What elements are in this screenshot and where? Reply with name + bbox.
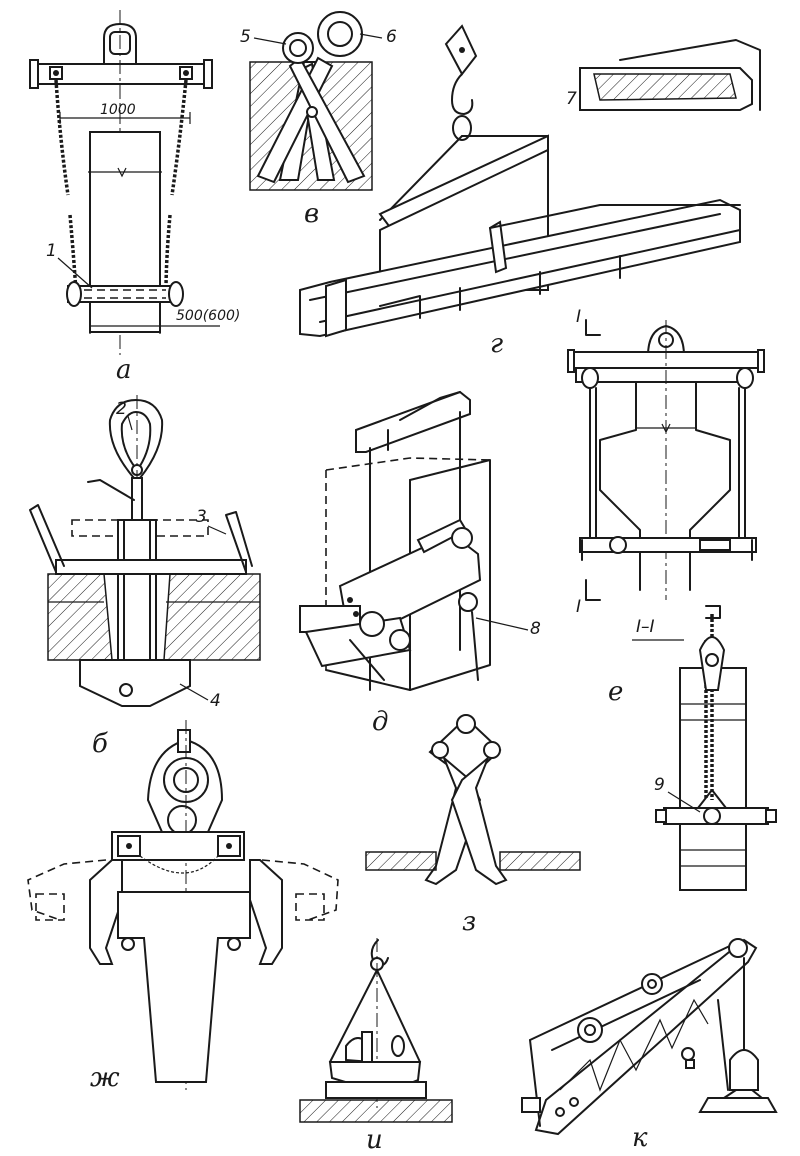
section-label: I–I [636,617,655,637]
callout-5: 5 [240,27,251,47]
panel-b-pin-grip: 2 3 4 б [29,395,261,759]
callout-4: 4 [210,691,221,711]
panel-label-e: е [608,677,623,707]
panel-i-slab-grip: и [299,938,453,1155]
panel-z-scissor-tongs: з [365,714,581,937]
section-mark-bottom: I [576,597,581,617]
panel-label-zh: ж [90,1063,120,1093]
panel-label-b: б [92,729,108,759]
panel-label-d: д [372,707,388,737]
panel-d-block-frame: 8 д [299,390,541,737]
panel-label-k: к [632,1123,648,1153]
panel-label-z: з [462,907,476,937]
callout-3: 3 [196,507,207,527]
panel-a-traverse: 1000 500(600) 1 а [29,10,240,385]
dimension-500-600: 500(600) [176,308,240,324]
callout-1: 1 [46,241,57,261]
callout-7: 7 [566,89,577,109]
callout-2: 2 [116,399,127,419]
panel-label-i: и [366,1125,383,1155]
panel-e-rod-frame: I I I–I е [567,307,765,707]
dimension-1000: 1000 [100,102,136,118]
panel-label-g: г [490,329,503,359]
callout-8: 8 [530,619,541,639]
panel-k-crane-boom: к [521,938,778,1153]
panel-label-a: а [116,355,132,385]
panel-v-scissor-grip: 5 6 в [240,11,397,229]
panel-zh-gear-clamp: ж [27,720,339,1093]
panel-g-beam-sling: 7 г [299,24,761,359]
panel-label-v: в [304,199,319,229]
section-mark-top: I [576,307,581,327]
callout-6: 6 [386,27,397,47]
panel-e-section-column: 9 [654,605,777,891]
callout-9: 9 [654,775,665,795]
